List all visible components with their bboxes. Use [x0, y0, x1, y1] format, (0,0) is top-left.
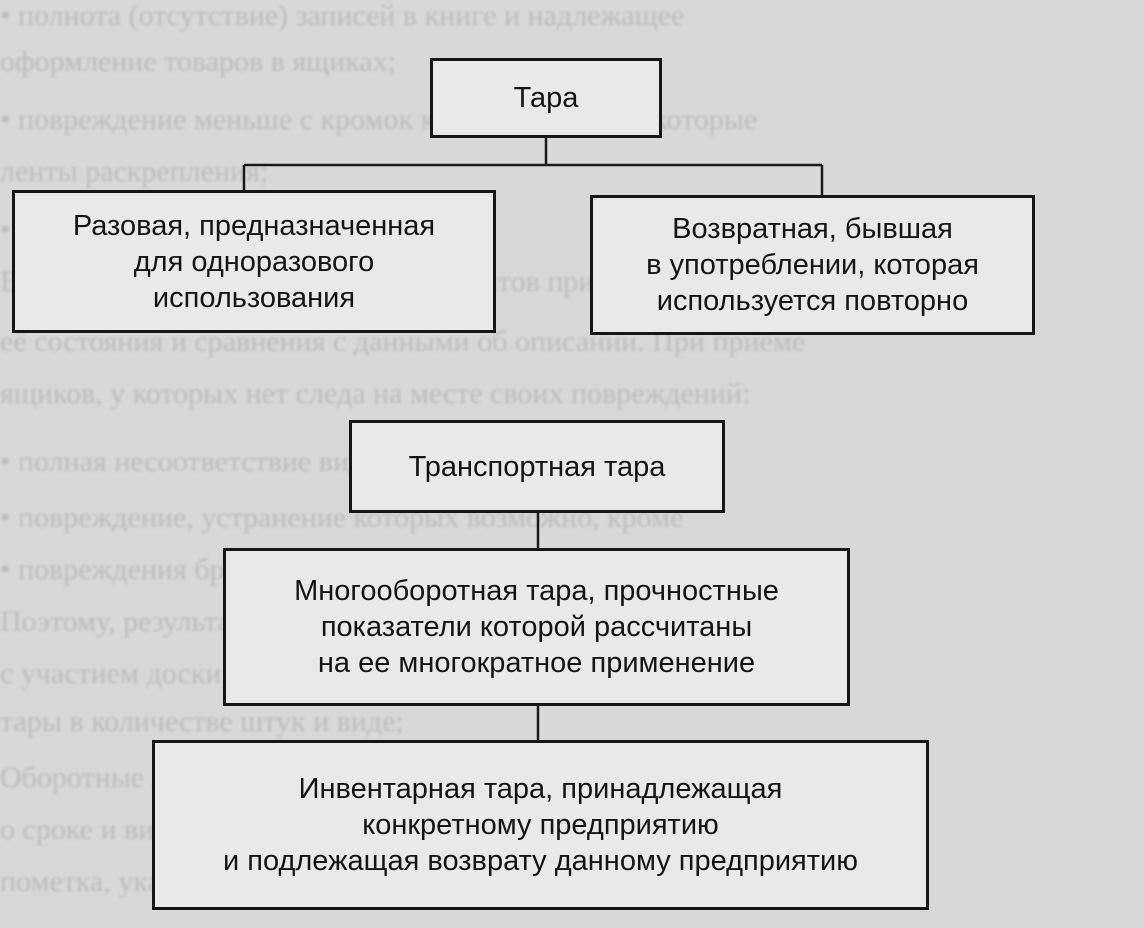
node-transport-packaging: Транспортная тара — [349, 420, 725, 513]
node-inventory-packaging: Инвентарная тара, принадлежащая конкретн… — [152, 740, 929, 910]
background-text-line: • полнота (отсутствие) записей в книге и… — [0, 0, 685, 32]
background-text-line: ленты раскрепления; — [0, 155, 269, 188]
node-single-use-packaging: Разовая, предназначенная для одноразовог… — [12, 190, 496, 333]
background-text-line: тары в количестве штук и виде; — [0, 705, 404, 738]
background-text-line: ящиков, у которых нет следа на месте сво… — [0, 377, 751, 410]
node-reusable-packaging: Многооборотная тара, прочностные показат… — [223, 548, 850, 706]
node-returnable-packaging: Возвратная, бывшая в употреблении, котор… — [590, 195, 1035, 335]
root-node-tara: Тара — [430, 58, 662, 138]
background-text-line: оформление товаров в ящиках; — [0, 45, 397, 78]
